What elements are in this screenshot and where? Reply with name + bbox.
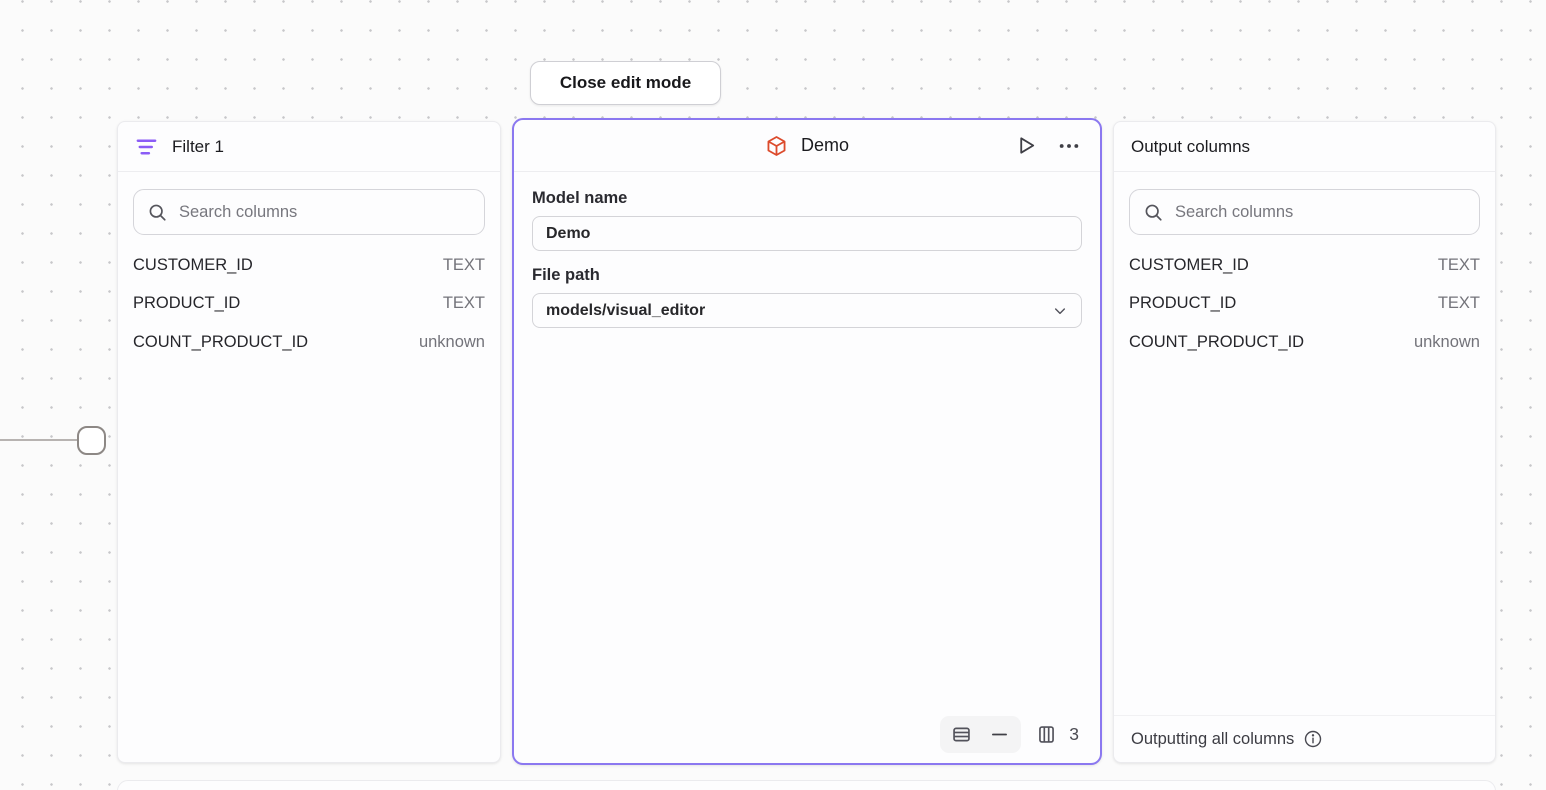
filter-search-box <box>133 189 485 235</box>
model-panel-footer: 3 <box>940 716 1079 753</box>
model-panel-body: Model name File path models/visual_edito… <box>514 172 1100 328</box>
info-icon[interactable] <box>1303 729 1323 749</box>
filter-panel-header: Filter 1 <box>118 122 500 172</box>
file-path-label: File path <box>532 266 600 284</box>
column-row[interactable]: COUNT_PRODUCT_ID unknown <box>133 323 485 362</box>
column-name: PRODUCT_ID <box>133 294 241 313</box>
output-search-box <box>1129 189 1480 235</box>
file-path-select[interactable]: models/visual_editor <box>532 293 1082 328</box>
bottom-partial-panel <box>117 780 1496 790</box>
model-name-input[interactable] <box>532 216 1082 251</box>
column-type: TEXT <box>1437 294 1480 313</box>
model-node-panel: Demo Model name File pa <box>512 118 1102 765</box>
column-type: TEXT <box>1437 255 1480 274</box>
table-rows-icon[interactable] <box>949 722 974 747</box>
column-row[interactable]: PRODUCT_ID TEXT <box>1129 285 1480 324</box>
more-ellipsis-button[interactable] <box>1056 133 1082 159</box>
close-edit-mode-button[interactable]: Close edit mode <box>530 61 721 105</box>
column-row[interactable]: COUNT_PRODUCT_ID unknown <box>1129 323 1480 362</box>
output-search-input[interactable] <box>1175 202 1466 222</box>
output-columns-panel: Output columns CUSTOMER_ID TEXT PRODU <box>1113 121 1496 763</box>
output-panel-title: Output columns <box>1131 136 1251 156</box>
filter-panel-body: CUSTOMER_ID TEXT PRODUCT_ID TEXT COUNT_P… <box>118 172 500 362</box>
search-icon <box>147 202 168 223</box>
output-panel-body: CUSTOMER_ID TEXT PRODUCT_ID TEXT COUNT_P… <box>1114 172 1495 362</box>
column-type: unknown <box>1413 332 1480 351</box>
file-path-value: models/visual_editor <box>546 301 706 319</box>
column-row[interactable]: CUSTOMER_ID TEXT <box>133 246 485 285</box>
model-header-actions <box>1013 120 1082 171</box>
filter-lines-icon <box>135 137 158 157</box>
column-row[interactable]: CUSTOMER_ID TEXT <box>1129 246 1480 285</box>
run-play-button[interactable] <box>1013 132 1040 159</box>
model-panel-header: Demo <box>514 120 1100 172</box>
column-name: COUNT_PRODUCT_ID <box>133 332 309 351</box>
output-column-list: CUSTOMER_ID TEXT PRODUCT_ID TEXT COUNT_P… <box>1129 246 1480 362</box>
column-type: TEXT <box>442 255 485 274</box>
column-type: unknown <box>418 332 485 351</box>
column-type: TEXT <box>442 294 485 313</box>
search-icon <box>1143 202 1164 223</box>
edge-connector-line <box>0 439 79 441</box>
minus-icon[interactable] <box>987 722 1012 747</box>
column-name: COUNT_PRODUCT_ID <box>1129 332 1305 351</box>
filter-column-list: CUSTOMER_ID TEXT PRODUCT_ID TEXT COUNT_P… <box>133 246 485 362</box>
filter-search-input[interactable] <box>179 202 471 222</box>
column-row[interactable]: PRODUCT_ID TEXT <box>133 285 485 324</box>
chevron-down-icon <box>1052 303 1068 319</box>
column-count-group: 3 <box>1036 724 1079 745</box>
output-footer-text: Outputting all columns <box>1131 729 1295 748</box>
column-name: CUSTOMER_ID <box>1129 255 1249 274</box>
table-columns-icon[interactable] <box>1036 724 1057 745</box>
column-name: PRODUCT_ID <box>1129 294 1237 313</box>
model-cube-icon <box>765 134 788 158</box>
column-count-value: 3 <box>1069 724 1079 744</box>
filter-panel-title: Filter 1 <box>172 136 224 156</box>
output-panel-footer: Outputting all columns <box>1114 715 1495 762</box>
filter-node-panel: Filter 1 CUSTOMER_ID TEXT PRODUCT_ID <box>117 121 501 763</box>
model-name-label: Model name <box>532 189 628 207</box>
column-name: CUSTOMER_ID <box>133 255 253 274</box>
edge-connection-handle[interactable] <box>77 426 106 455</box>
view-toggle-group <box>940 716 1022 753</box>
model-panel-title: Demo <box>800 135 849 155</box>
output-panel-header: Output columns <box>1114 122 1495 172</box>
